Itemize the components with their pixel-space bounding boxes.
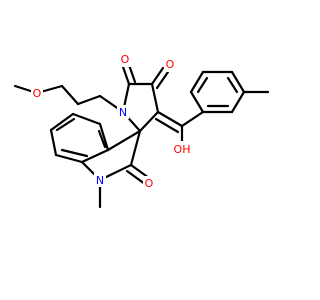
bond-c4-exo-double xyxy=(154,117,180,134)
molecule-structure: O N O O OH N O xyxy=(13,53,270,209)
molecule-canvas: O N O O OH N O xyxy=(13,53,270,209)
bond-benz-2 xyxy=(54,153,84,164)
bond-benz-3 xyxy=(49,128,58,157)
atom-c2-carbonyl-oxygen: O xyxy=(121,53,130,66)
bond-benz-inner-2 xyxy=(55,117,76,132)
bond-benz-6 xyxy=(98,122,110,152)
bonds xyxy=(13,60,270,209)
bond-tol-3 xyxy=(230,70,246,94)
atom-hydroxyl: OH xyxy=(174,143,191,156)
atom-indole-nitrogen: N xyxy=(96,174,104,187)
bond-ch2-ch2b xyxy=(76,94,102,106)
bond-ch2-ch2 xyxy=(60,84,80,106)
bond-c2o-o-double xyxy=(125,169,147,186)
bond-c2-o xyxy=(120,62,131,86)
bond-benz-5 xyxy=(71,112,102,126)
bond-benz-inner-3 xyxy=(97,129,107,149)
bond-tol-inner-3 xyxy=(196,76,209,94)
atom-c3-carbonyl-oxygen: O xyxy=(166,58,175,71)
atom-labels: O N O O OH N O xyxy=(31,53,194,190)
bond-spiro-c2o xyxy=(129,129,142,167)
bond-spiro-c3a xyxy=(106,129,142,152)
bond-c4-exo xyxy=(156,110,184,128)
atom-methoxy-oxygen: O xyxy=(33,87,42,100)
bond-tol-2 xyxy=(230,90,246,114)
atom-pyrrolidine-nitrogen: N xyxy=(119,106,127,119)
bond-c3-o-double xyxy=(155,70,170,90)
atom-oxindole-carbonyl-oxygen: O xyxy=(145,177,154,190)
bond-tol-inner-2 xyxy=(226,76,239,94)
bond-c4-spiro xyxy=(138,110,160,133)
bond-benz-4 xyxy=(49,112,75,132)
bond-c3-o xyxy=(150,66,165,86)
bond-c2o-o xyxy=(129,163,151,180)
bond-tol-5 xyxy=(189,70,205,94)
bond-benz-inner-1 xyxy=(60,148,89,158)
bond-benz-1 xyxy=(80,148,110,164)
bond-tol-6 xyxy=(189,90,205,114)
bond-c3-c4 xyxy=(150,82,160,114)
bond-exo-aryl xyxy=(180,110,205,128)
